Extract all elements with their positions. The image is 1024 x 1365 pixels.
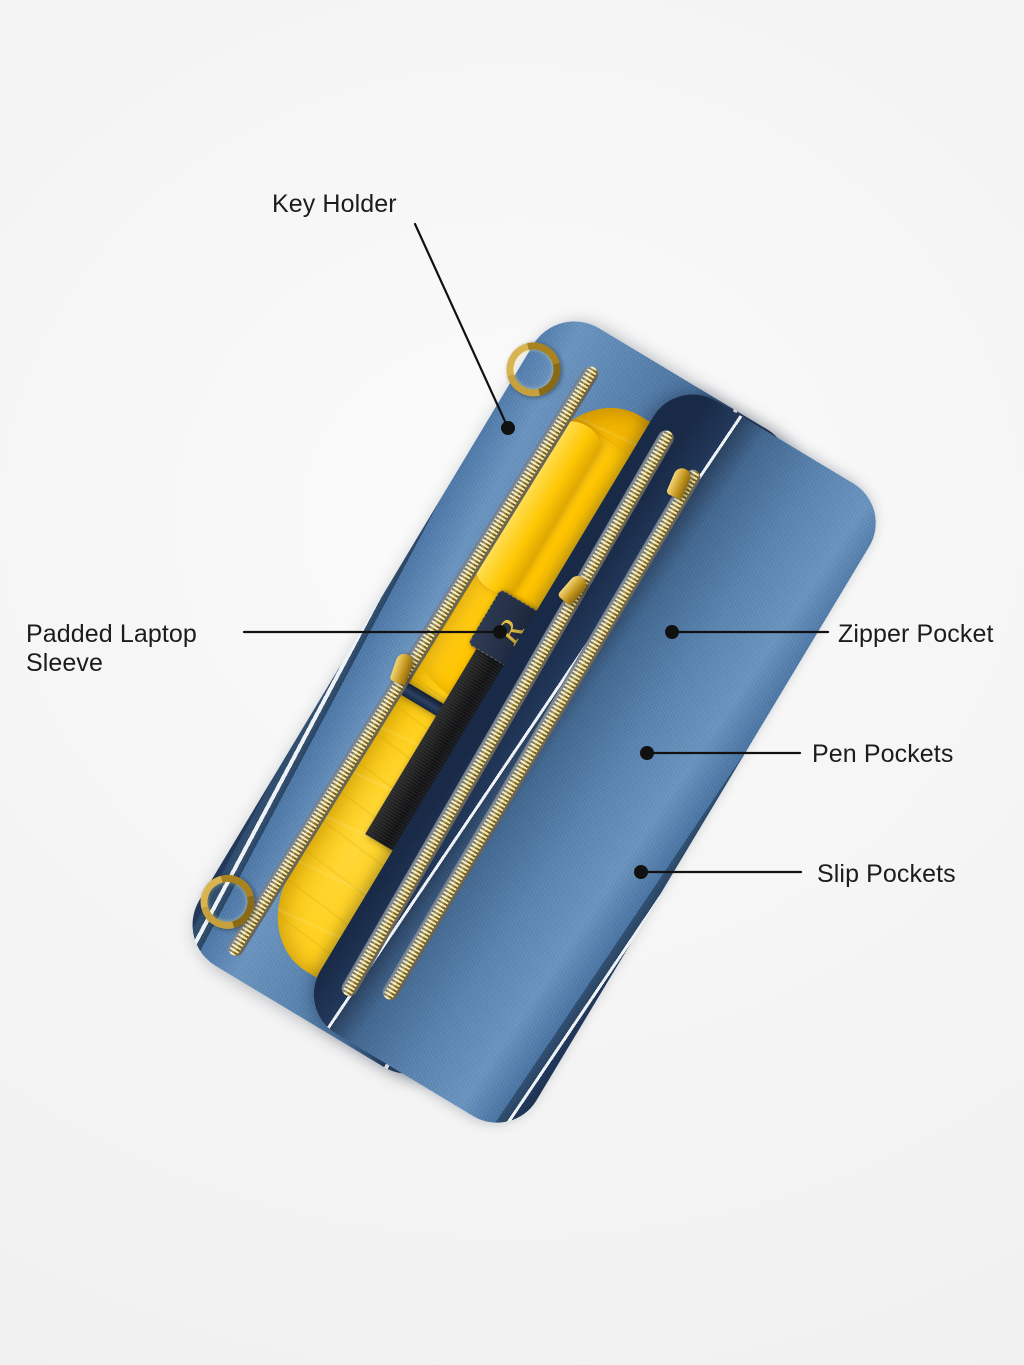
callout-label-zipper-pocket: Zipper Pocket bbox=[838, 620, 994, 648]
leader-line-key-holder bbox=[413, 222, 510, 430]
callout-label-pen-pockets: Pen Pockets bbox=[812, 740, 954, 768]
callout-label-key-holder: Key Holder bbox=[272, 190, 397, 218]
callout-label-padded-laptop-sleeve: Padded Laptop Sleeve bbox=[26, 620, 197, 677]
callout-label-slip-pockets: Slip Pockets bbox=[817, 860, 956, 888]
